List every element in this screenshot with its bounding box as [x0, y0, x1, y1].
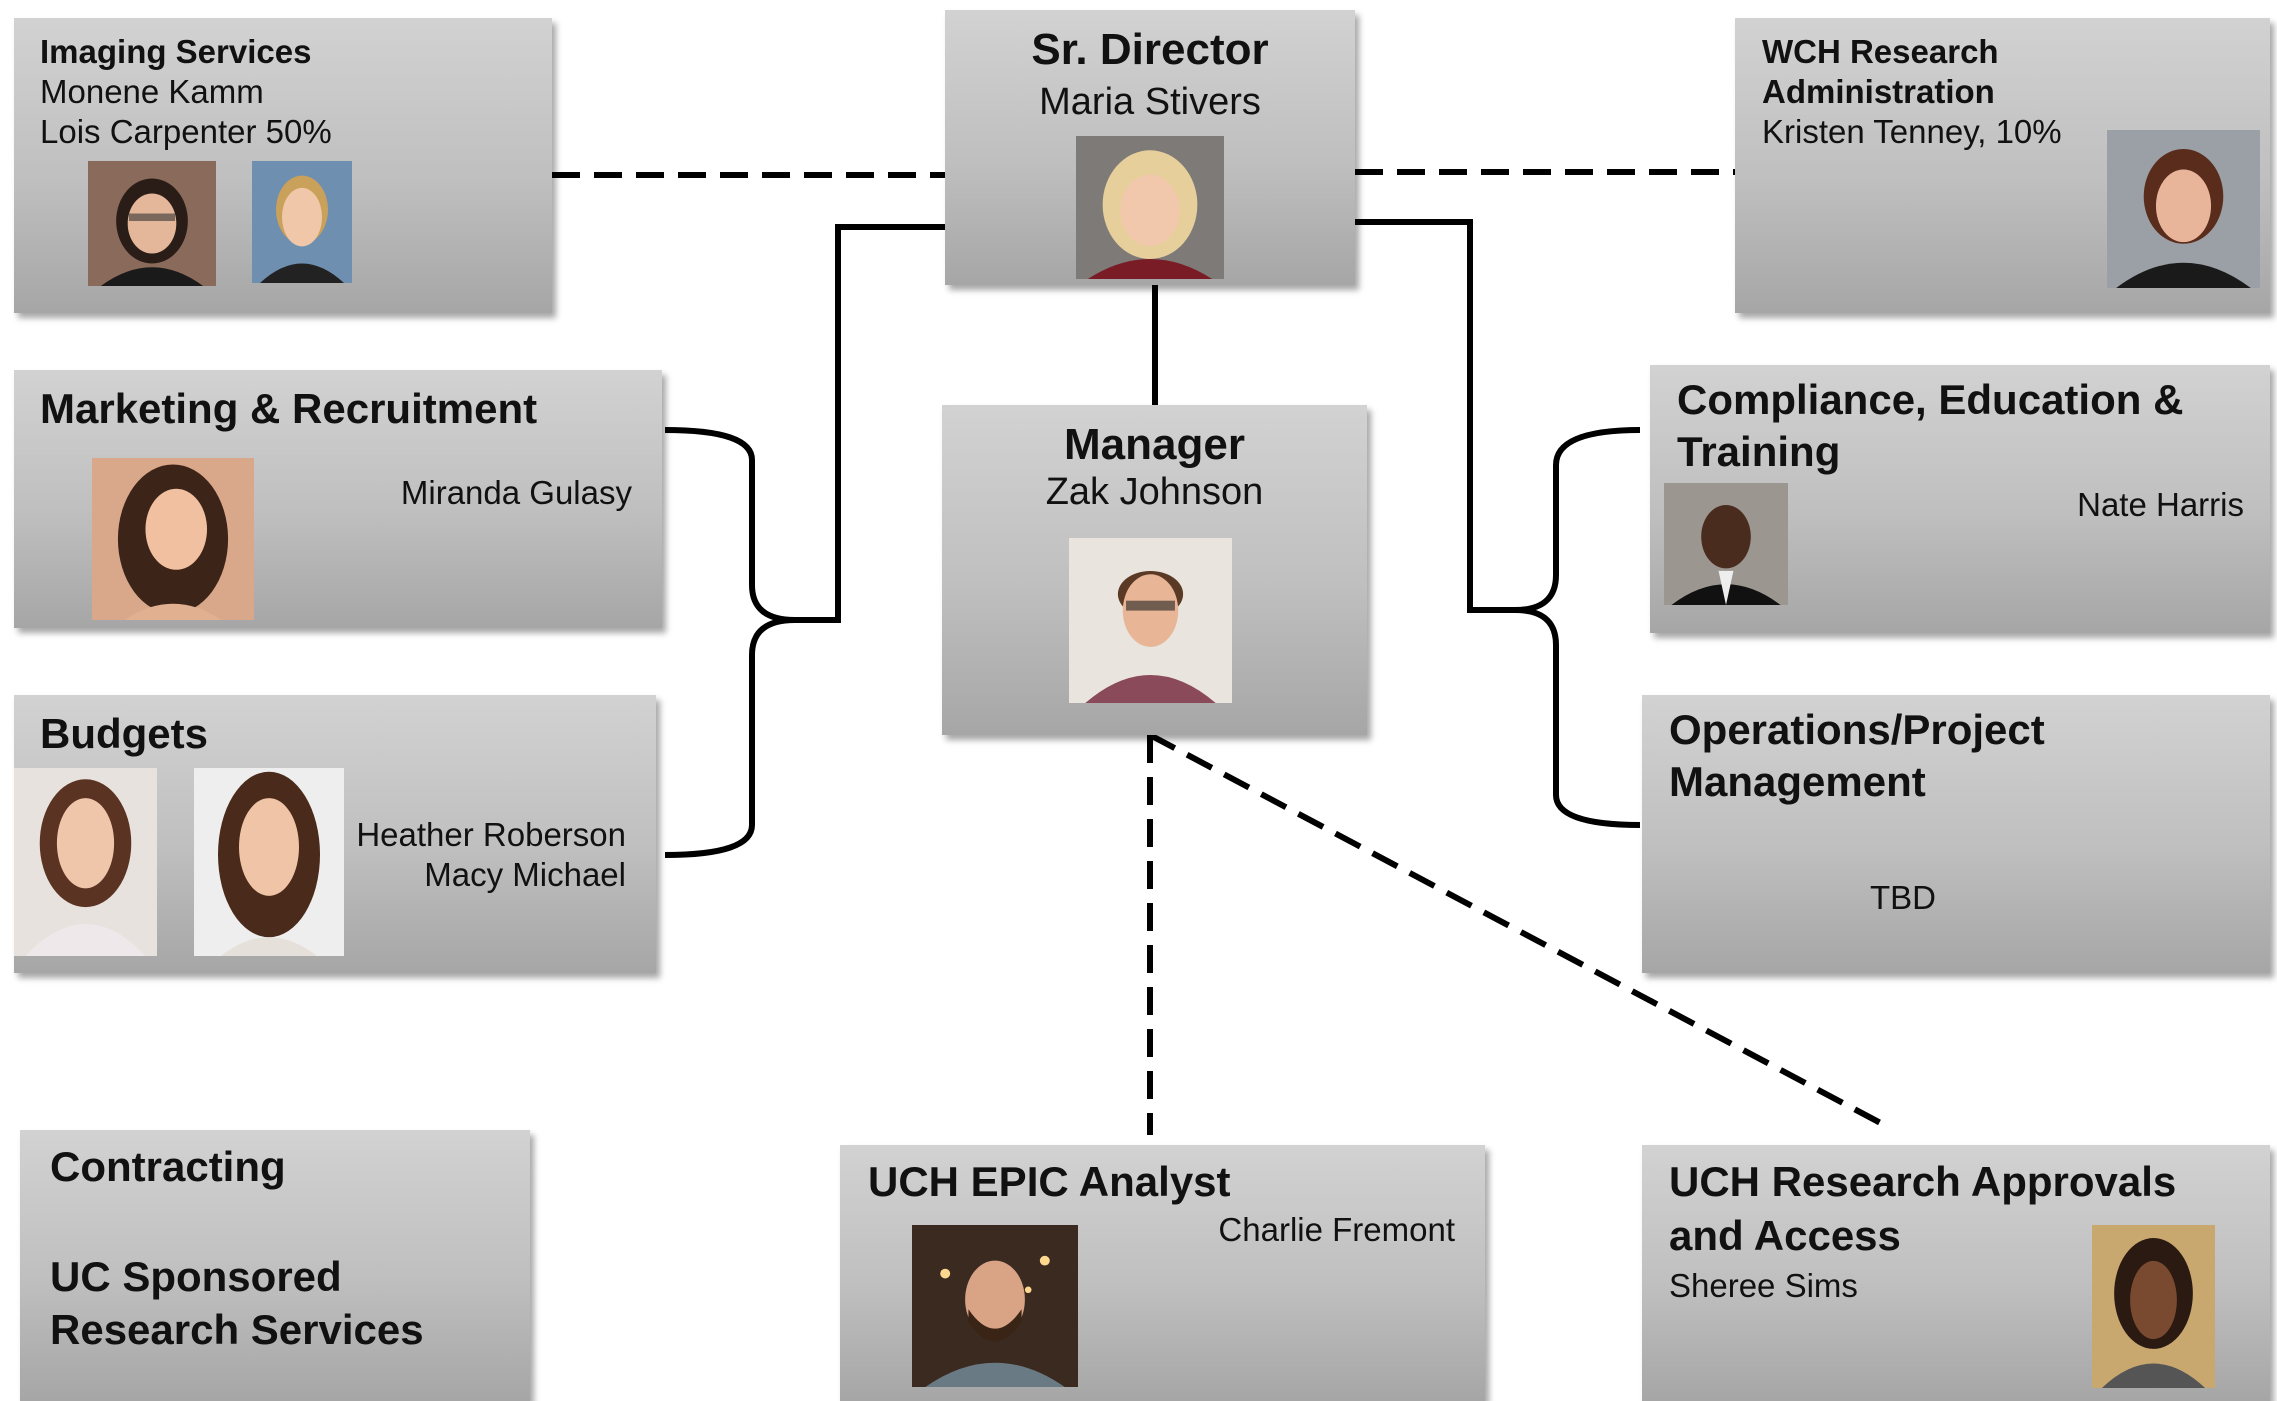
- avatar-sheree-sims: [2092, 1225, 2215, 1388]
- approvals-title-line2: and Access: [1669, 1212, 1901, 1259]
- wch-name: Kristen Tenney, 10%: [1762, 113, 2062, 150]
- bracket-right: [1514, 427, 1641, 828]
- budgets-title: Budgets: [40, 710, 208, 757]
- budgets-name-2: Macy Michael: [424, 856, 626, 893]
- wch-title-line1: WCH Research: [1762, 33, 1999, 70]
- budgets-name-1: Heather Roberson: [356, 816, 626, 853]
- budgets-box: Budgets Heather Roberson Macy Michael: [14, 695, 656, 973]
- marketing-title: Marketing & Recruitment: [40, 385, 538, 432]
- uch-research-approvals-box: UCH Research Approvals and Access Sheree…: [1642, 1145, 2270, 1401]
- contracting-line3: Research Services: [50, 1306, 424, 1353]
- imaging-person-2: Lois Carpenter 50%: [40, 113, 332, 150]
- line-director-left-bracket: [795, 224, 945, 623]
- sr-director-name: Maria Stivers: [1039, 81, 1261, 123]
- manager-name: Zak Johnson: [1045, 471, 1264, 513]
- approvals-name: Sheree Sims: [1669, 1267, 1858, 1304]
- contracting-box: Contracting UC Sponsored Research Servic…: [20, 1130, 530, 1401]
- epic-name: Charlie Fremont: [1218, 1211, 1455, 1248]
- contracting-line1: Contracting: [50, 1143, 286, 1190]
- compliance-name: Nate Harris: [2077, 486, 2244, 523]
- compliance-title-line2: Training: [1677, 428, 1841, 475]
- line-director-right-bracket: [1355, 219, 1515, 613]
- sr-director-box: Sr. Director Maria Stivers: [945, 10, 1355, 285]
- avatar-charlie-fremont: [912, 1225, 1078, 1387]
- avatar-heather-roberson: [14, 768, 157, 956]
- imaging-services-box: Imaging Services Monene Kamm Lois Carpen…: [14, 18, 552, 313]
- avatar-kristen-tenney: [2107, 130, 2260, 288]
- approvals-title-line1: UCH Research Approvals: [1669, 1158, 2177, 1205]
- operations-name: TBD: [1870, 879, 1936, 916]
- epic-title: UCH EPIC Analyst: [868, 1158, 1231, 1205]
- avatar-macy-michael: [194, 768, 344, 956]
- operations-box: Operations/Project Management TBD: [1642, 695, 2270, 973]
- avatar-zak-johnson: [1069, 538, 1232, 703]
- marketing-name: Miranda Gulasy: [400, 474, 632, 511]
- avatar-lois-carpenter: [252, 161, 352, 283]
- wch-title-line2: Administration: [1762, 73, 1995, 110]
- operations-title-line1: Operations/Project: [1669, 706, 2045, 753]
- manager-title: Manager: [1064, 420, 1245, 469]
- imaging-person-1: Monene Kamm: [40, 73, 264, 110]
- compliance-box: Compliance, Education & Training Nate Ha…: [1650, 365, 2270, 633]
- bracket-left: [664, 427, 796, 858]
- dotted-line-approvals: [1148, 732, 1892, 1131]
- compliance-title-line1: Compliance, Education &: [1677, 376, 2184, 423]
- uch-epic-analyst-box: UCH EPIC Analyst Charlie Fremont: [840, 1145, 1485, 1401]
- avatar-miranda-gulasy: [92, 458, 254, 620]
- avatar-monene-kamm: [88, 161, 216, 286]
- wch-research-box: WCH Research Administration Kristen Tenn…: [1735, 18, 2270, 313]
- imaging-services-title: Imaging Services: [40, 33, 312, 70]
- contracting-line2: UC Sponsored: [50, 1253, 342, 1300]
- sr-director-title: Sr. Director: [1031, 25, 1269, 74]
- operations-title-line2: Management: [1669, 758, 1926, 805]
- marketing-recruitment-box: Marketing & Recruitment Miranda Gulasy: [14, 370, 662, 628]
- manager-box: Manager Zak Johnson: [942, 405, 1367, 735]
- avatar-maria-stivers: [1076, 136, 1224, 279]
- avatar-nate-harris: [1664, 483, 1788, 605]
